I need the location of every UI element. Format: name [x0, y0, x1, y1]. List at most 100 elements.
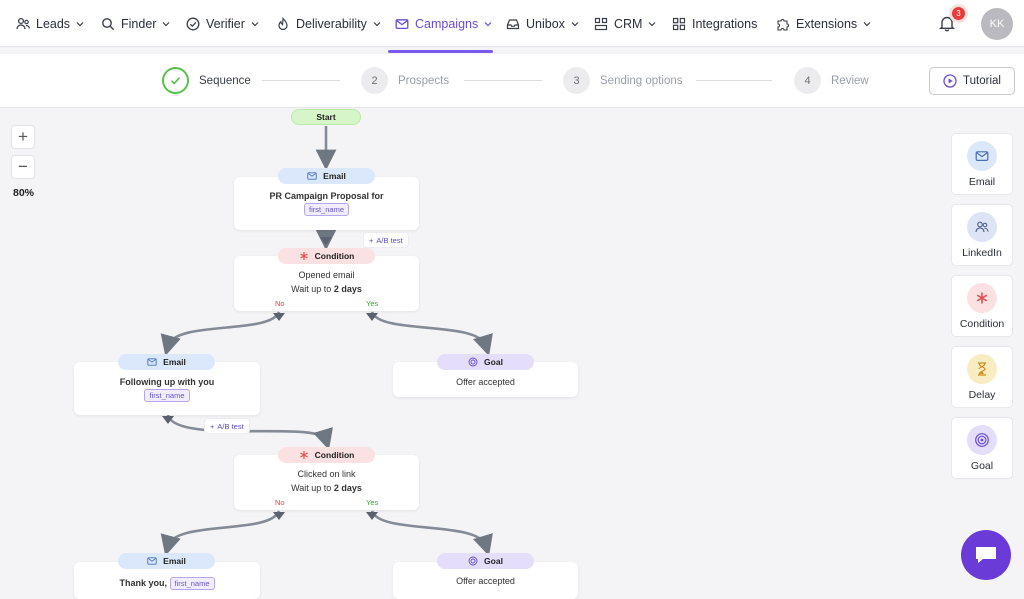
- nav-finder-label: Finder: [121, 16, 157, 31]
- nav-leads[interactable]: Leads: [16, 0, 84, 47]
- chat-icon: [976, 547, 996, 563]
- step-sequence[interactable]: Sequence: [162, 67, 251, 94]
- chat-button[interactable]: [961, 530, 1011, 580]
- connector-end: [273, 512, 285, 520]
- email-subject: PR Campaign Proposal for: [269, 191, 384, 201]
- connector: [370, 510, 493, 556]
- target-icon: [468, 357, 478, 367]
- nav-finder[interactable]: Finder: [101, 0, 170, 47]
- chevron-down-icon: [163, 21, 170, 26]
- palette-goal[interactable]: Goal: [951, 417, 1013, 479]
- connector: [160, 311, 281, 357]
- connector-end: [366, 512, 378, 520]
- mail-icon: [147, 358, 157, 366]
- nav-extensions-label: Extensions: [796, 16, 858, 31]
- top-navigation: Leads Finder Verifier Deliverability Cam…: [0, 0, 1024, 47]
- condition-text: Opened email: [298, 270, 355, 280]
- asterisk-icon: [299, 451, 308, 459]
- ab-test-label: A/B test: [217, 421, 244, 431]
- branch-no-label: No: [275, 498, 285, 507]
- wait-value: 2 days: [333, 483, 362, 493]
- email-node-1[interactable]: PR Campaign Proposal for first_name: [234, 177, 419, 230]
- wait-prefix: Wait up to: [291, 284, 332, 294]
- palette-condition[interactable]: Condition: [951, 275, 1013, 337]
- connector-end: [320, 237, 332, 245]
- step-connector: [696, 80, 772, 81]
- zoom-level: 80%: [13, 187, 35, 199]
- email-node-label: Email: [163, 357, 186, 367]
- play-icon: [943, 74, 957, 88]
- goal-text: Offer accepted: [456, 576, 515, 586]
- nav-integrations[interactable]: Integrations: [672, 0, 757, 47]
- nav-extensions[interactable]: Extensions: [776, 0, 871, 47]
- email-node-label: Email: [323, 171, 346, 181]
- step-number: 4: [794, 67, 821, 94]
- connector: [370, 311, 493, 356]
- goal-node-label: Goal: [484, 556, 503, 566]
- nav-crm[interactable]: CRM: [594, 0, 656, 47]
- palette-label: LinkedIn: [962, 246, 1002, 259]
- step-sending-options[interactable]: 3 Sending options: [563, 67, 682, 94]
- nav-campaigns-label: Campaigns: [415, 16, 479, 31]
- nav-verifier[interactable]: Verifier: [186, 0, 259, 47]
- email-node-label: Email: [163, 556, 186, 566]
- branch-yes-label: Yes: [366, 498, 379, 507]
- condition-text: Clicked on link: [297, 469, 356, 479]
- email-node-header: Email: [278, 168, 375, 184]
- palette-label: Condition: [959, 317, 1005, 330]
- ab-test-label: A/B test: [376, 235, 403, 245]
- notification-badge: 3: [952, 7, 965, 20]
- asterisk-icon: [967, 282, 997, 313]
- variable-chip: first_name: [303, 203, 349, 216]
- step-connector: [464, 80, 542, 81]
- avatar[interactable]: KK: [981, 8, 1013, 40]
- goal-node-header: Goal: [437, 354, 534, 370]
- nav-integrations-label: Integrations: [692, 16, 758, 31]
- step-connector: [262, 80, 340, 81]
- palette-email[interactable]: Email: [951, 133, 1013, 195]
- step-review[interactable]: 4 Review: [794, 67, 869, 94]
- tutorial-button[interactable]: Tutorial: [929, 67, 1015, 95]
- step-number: 2: [361, 67, 388, 94]
- puzzle-icon: [777, 18, 789, 31]
- search-icon: [102, 17, 115, 30]
- mail-icon: [307, 172, 317, 180]
- chevron-down-icon: [571, 21, 579, 26]
- condition-node-label: Condition: [314, 251, 355, 261]
- email-node-2[interactable]: Following up with you first_name: [74, 362, 260, 415]
- start-node[interactable]: Start: [291, 109, 361, 125]
- wait-prefix: Wait up to: [291, 483, 332, 493]
- condition-node-2[interactable]: Clicked on link Wait up to 2 days: [234, 455, 419, 510]
- nav-deliverability[interactable]: Deliverability: [276, 0, 381, 47]
- nav-unibox-label: Unibox: [526, 16, 565, 31]
- palette-delay[interactable]: Delay: [951, 346, 1013, 408]
- nav-unibox[interactable]: Unibox: [506, 0, 579, 47]
- tutorial-label: Tutorial: [963, 75, 1001, 87]
- ab-test-button[interactable]: + A/B test: [205, 419, 249, 433]
- palette-label: Email: [968, 175, 996, 188]
- chevron-down-icon: [484, 21, 492, 26]
- step-prospects[interactable]: 2 Prospects: [361, 67, 449, 94]
- bell-icon[interactable]: [938, 14, 956, 32]
- chevron-down-icon: [649, 21, 656, 26]
- inbox-icon: [506, 18, 520, 29]
- nav-campaigns[interactable]: Campaigns: [395, 0, 492, 47]
- connector-end: [273, 313, 285, 321]
- step-check-icon: [162, 67, 189, 94]
- variable-chip: first_name: [169, 577, 215, 590]
- condition-node-header: Condition: [278, 248, 375, 264]
- palette-label: Goal: [970, 459, 994, 472]
- zoom-in-button[interactable]: +: [11, 125, 35, 149]
- email-node-3[interactable]: Thank you, first_name: [74, 562, 260, 599]
- zoom-out-button[interactable]: −: [11, 155, 35, 179]
- flame-icon: [278, 16, 288, 30]
- check-circle-icon: [186, 17, 200, 30]
- nav-verifier-label: Verifier: [206, 16, 245, 31]
- crm-icon: [594, 17, 608, 30]
- palette-linkedin[interactable]: LinkedIn: [951, 204, 1013, 266]
- chevron-down-icon: [76, 21, 84, 26]
- palette-label: Delay: [968, 388, 996, 401]
- condition-node-1[interactable]: Opened email Wait up to 2 days: [234, 256, 419, 311]
- ab-test-button[interactable]: + A/B test: [364, 233, 408, 247]
